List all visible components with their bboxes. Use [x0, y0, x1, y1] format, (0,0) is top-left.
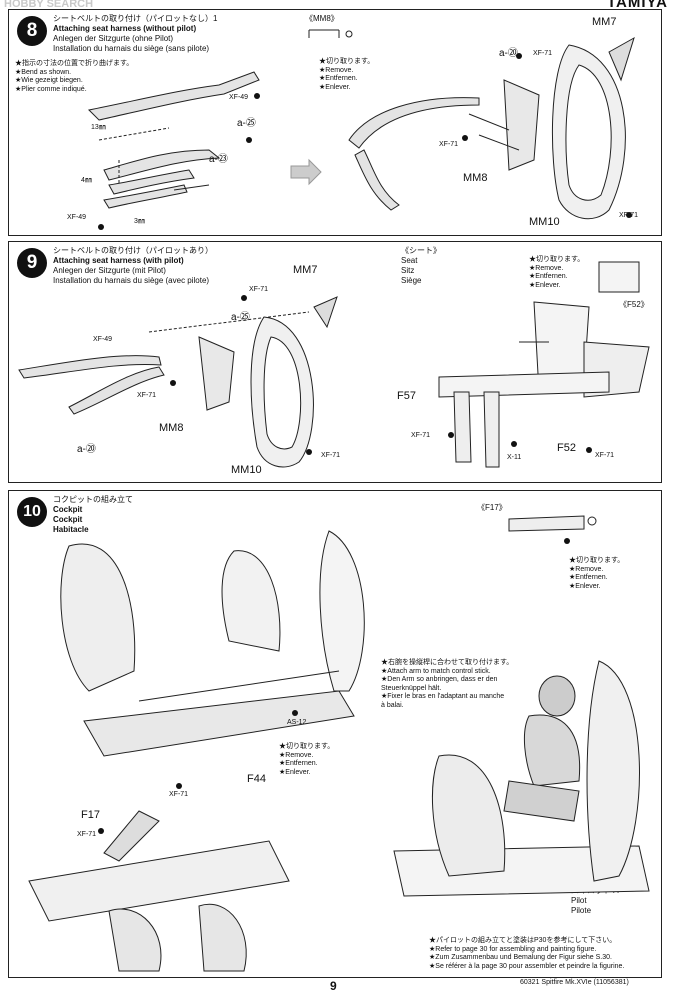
title-de: Anlegen der Sitzgurte (ohne Pilot): [53, 34, 174, 43]
step-8-illustration: [87, 29, 635, 230]
step-10-panel: 10 コクピットの組み立て Cockpit Cockpit Habitacle …: [8, 490, 662, 978]
title-de: Cockpit: [53, 515, 83, 524]
step-9-panel: 9 シートベルトの取り付け（パイロットあり） Attaching seat ha…: [8, 241, 662, 483]
cut-note: ★切り取ります。★Remove. ★Entfernen.★Enlever.: [529, 256, 585, 289]
dim-4mm: 4㎜: [81, 177, 92, 184]
page-number: 9: [330, 979, 337, 993]
step-number: 9: [17, 248, 47, 278]
brand-logo: TAMIYA: [606, 0, 668, 11]
step-10-illustration: [28, 515, 650, 972]
step-title: シートベルトの取り付け（パイロットなし）1 Attaching seat har…: [53, 14, 217, 54]
label-f52: F52: [557, 442, 576, 454]
code-xf71-d: XF-71: [411, 432, 431, 439]
code-xf49: XF-49: [93, 336, 113, 343]
dim-3mm: 3㎜: [134, 218, 145, 225]
code-as12: AS-12: [287, 719, 307, 726]
code-xf71-a: XF-71: [533, 50, 553, 57]
title-en: Attaching seat harness (with pilot): [53, 256, 184, 265]
step-title: コクピットの組み立て Cockpit Cockpit Habitacle: [53, 495, 133, 535]
code-xf49-b: XF-49: [67, 214, 87, 221]
step-number: 10: [17, 497, 47, 527]
bend-note: ★指示の寸法の位置で折り曲げます。★Bend as shown. ★Wie ge…: [15, 60, 134, 93]
label-a20: a-⑳: [77, 444, 96, 455]
code-xf49-a: XF-49: [229, 94, 249, 101]
label-mm8: MM8: [463, 172, 488, 184]
code-xf71-e: XF-71: [595, 452, 615, 459]
step-number: 8: [17, 16, 47, 46]
sub-title-f17: 《F17》: [477, 503, 507, 512]
label-f17: F17: [81, 809, 100, 821]
label-f44: F44: [247, 773, 266, 785]
cut-note: ★切り取ります。★Remove. ★Entfernen.★Enlever.: [319, 58, 375, 91]
code-xf71-b: XF-71: [77, 831, 97, 838]
title-fr: Installation du harnais du siège (sans p…: [53, 44, 210, 53]
code-xf71-c: XF-71: [321, 452, 341, 459]
title-en: Cockpit: [53, 505, 83, 514]
dim-13mm: 13㎜: [91, 124, 106, 131]
title-de: Anlegen der Sitzgurte (mit Pilot): [53, 266, 166, 275]
code-xf71-a: XF-71: [249, 286, 269, 293]
step-8-panel: 8 シートベルトの取り付け（パイロットなし）1 Attaching seat h…: [8, 9, 662, 236]
label-mm7: MM7: [293, 264, 318, 276]
sub-title-f52: 《F52》: [619, 300, 649, 309]
step-title: シートベルトの取り付け（パイロットあり） Attaching seat harn…: [53, 246, 213, 286]
code-xf71-b: XF-71: [439, 141, 459, 148]
title-jp: シートベルトの取り付け（パイロットあり）: [53, 246, 213, 255]
code-xf71-a: XF-71: [169, 791, 189, 798]
title-jp: シートベルトの取り付け（パイロットなし）1: [53, 14, 218, 23]
label-mm10: MM10: [529, 216, 560, 228]
label-mm8: MM8: [159, 422, 184, 434]
footer-code: 60321 Spitfire Mk.XVIe (11056381): [520, 979, 629, 986]
title-jp: コクピットの組み立て: [53, 495, 133, 504]
label-a25: a-㉕: [231, 312, 250, 323]
label-a23: a-㉓: [209, 154, 228, 165]
code-x11: X-11: [507, 454, 522, 461]
label-a20: a-⑳: [499, 48, 518, 59]
cut-note-f17: ★切り取ります。★Remove. ★Entfernen.★Enlever.: [569, 557, 625, 590]
watermark: HOBBY SEARCH: [4, 0, 94, 10]
label-a25: a-㉕: [237, 118, 256, 129]
label-mm10: MM10: [231, 464, 262, 476]
label-f57: F57: [397, 390, 416, 402]
step-9-illustration: [18, 261, 650, 468]
title-en: Attaching seat harness (without pilot): [53, 24, 197, 33]
title-fr: Installation du harnais du siège (avec p…: [53, 276, 210, 285]
arm-note: ★右腕を操縦桿に合わせて取り付けます。★Attach arm to match …: [381, 659, 514, 709]
footnote: ★パイロットの組み立てと塗装はP30を参考にして下さい。★Refer to pa…: [429, 937, 625, 970]
cut-note-f44: ★切り取ります。★Remove. ★Entfernen.★Enlever.: [279, 743, 335, 776]
sub-title-mm8: 《MM8》: [305, 14, 339, 23]
title-fr: Habitacle: [53, 525, 89, 534]
code-xf71-b: XF-71: [137, 392, 157, 399]
code-xf71-c: XF-71: [619, 212, 639, 219]
label-mm7: MM7: [592, 16, 617, 28]
